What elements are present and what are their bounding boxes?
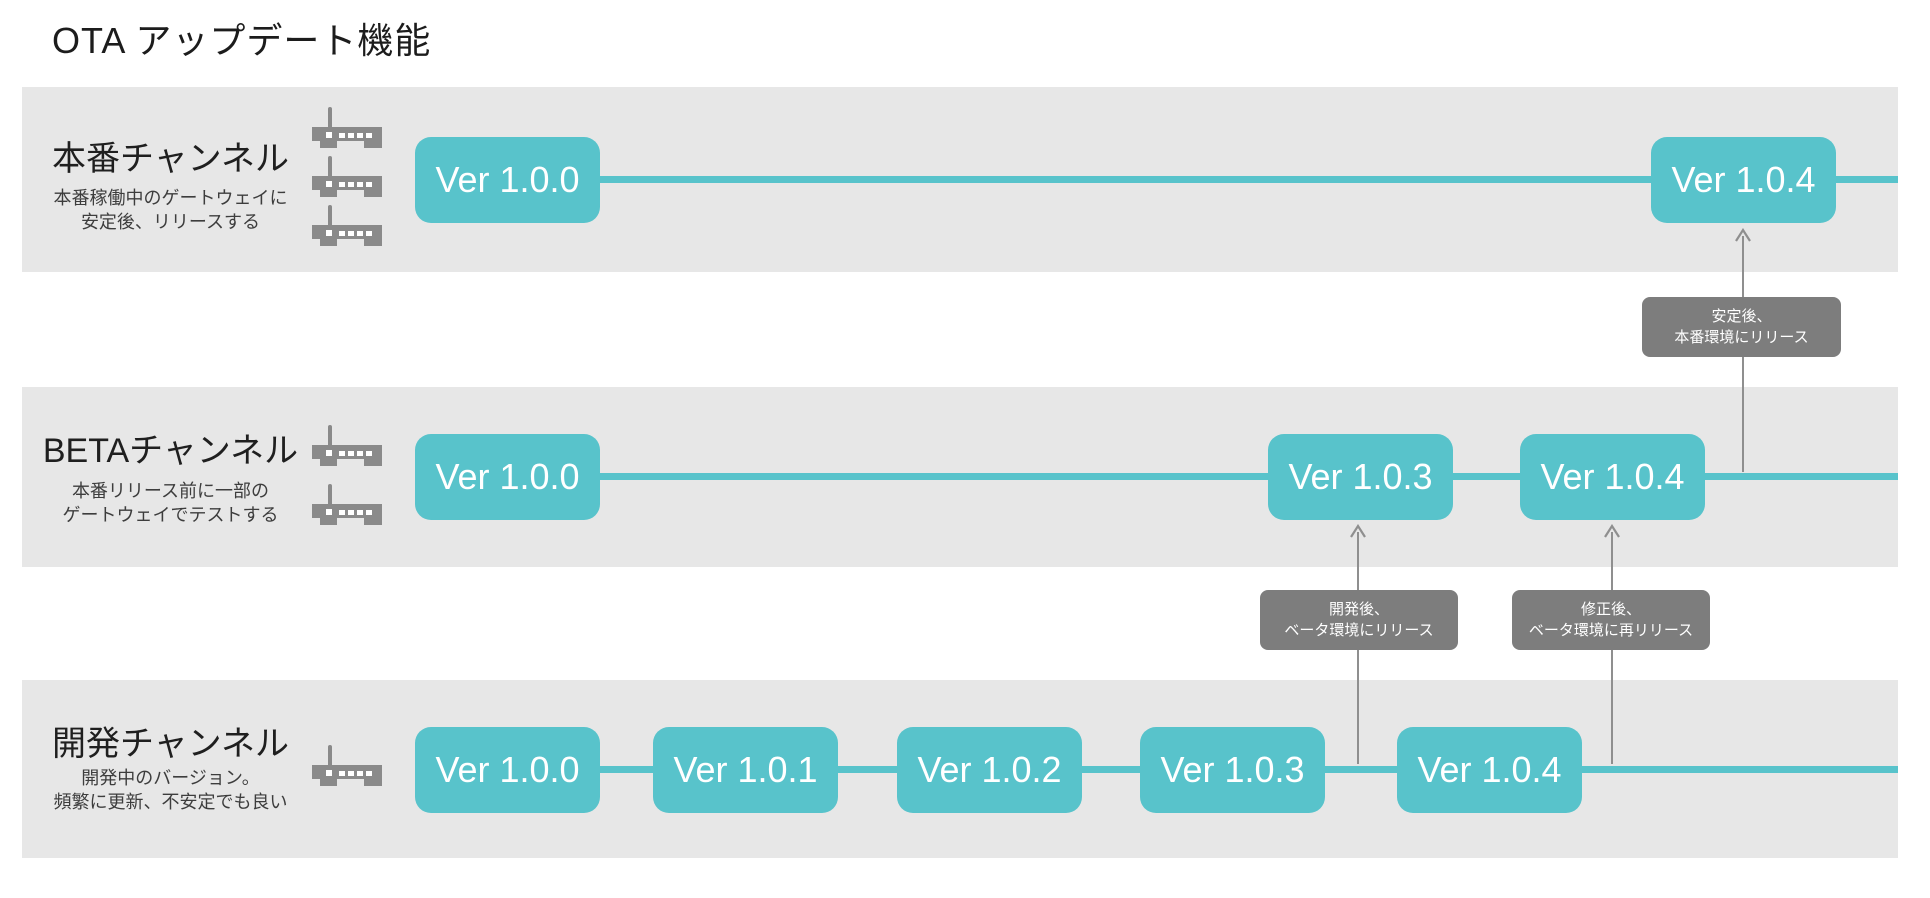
note-line2: ベータ環境にリリース	[1284, 622, 1434, 639]
note-line1: 開発後、	[1328, 601, 1389, 618]
arrow-up-icon	[1350, 524, 1366, 538]
beta-channel-title: BETAチャンネル	[42, 432, 299, 470]
version-box: Ver 1.0.0	[415, 137, 600, 223]
page-title: OTA アップデート機能	[52, 20, 432, 61]
gateway-icon	[312, 107, 382, 148]
beta-desc-line2: ゲートウェイでテストする	[62, 505, 279, 525]
note-line2: 本番環境にリリース	[1674, 329, 1809, 346]
version-box: Ver 1.0.0	[415, 727, 600, 813]
production-channel-title: 本番チャンネル	[52, 140, 289, 178]
gateway-icon	[312, 425, 382, 466]
beta-channel-description: 本番リリース前に一部の ゲートウェイでテストする	[28, 479, 313, 527]
version-box: Ver 1.0.4	[1520, 434, 1705, 520]
note-line1: 安定後、	[1711, 308, 1772, 325]
production-desc-line1: 本番稼働中のゲートウェイに	[53, 188, 288, 208]
beta-timeline-line	[460, 473, 1898, 480]
production-channel-description: 本番稼働中のゲートウェイに 安定後、リリースする	[28, 186, 313, 234]
note-line2: ベータ環境に再リリース	[1528, 622, 1694, 639]
note-release-to-production: 安定後、 本番環境にリリース	[1642, 297, 1841, 357]
gateway-icon	[312, 484, 382, 525]
note-rerelease-to-beta: 修正後、 ベータ環境に再リリース	[1512, 590, 1710, 650]
note-release-to-beta: 開発後、 ベータ環境にリリース	[1260, 590, 1458, 650]
version-box: Ver 1.0.3	[1268, 434, 1453, 520]
production-desc-line2: 安定後、リリースする	[80, 212, 261, 232]
dev-desc-line2: 頻繁に更新、不安定でも良い	[53, 792, 288, 812]
version-box: Ver 1.0.4	[1397, 727, 1582, 813]
beta-desc-line1: 本番リリース前に一部の	[71, 481, 270, 501]
dev-channel-title: 開発チャンネル	[52, 725, 289, 763]
version-box: Ver 1.0.4	[1651, 137, 1836, 223]
dev-desc-line1: 開発中のバージョン。	[81, 768, 260, 788]
version-box: Ver 1.0.1	[653, 727, 838, 813]
gateway-icon	[312, 156, 382, 197]
version-box: Ver 1.0.0	[415, 434, 600, 520]
dev-channel-description: 開発中のバージョン。 頻繁に更新、不安定でも良い	[28, 766, 313, 814]
arrow-up-icon	[1604, 524, 1620, 538]
version-box: Ver 1.0.2	[897, 727, 1082, 813]
gateway-icon	[312, 205, 382, 246]
arrow-up-icon	[1735, 228, 1751, 242]
production-timeline-line	[460, 176, 1898, 183]
version-box: Ver 1.0.3	[1140, 727, 1325, 813]
gateway-icon	[312, 745, 382, 786]
note-line1: 修正後、	[1580, 601, 1641, 618]
